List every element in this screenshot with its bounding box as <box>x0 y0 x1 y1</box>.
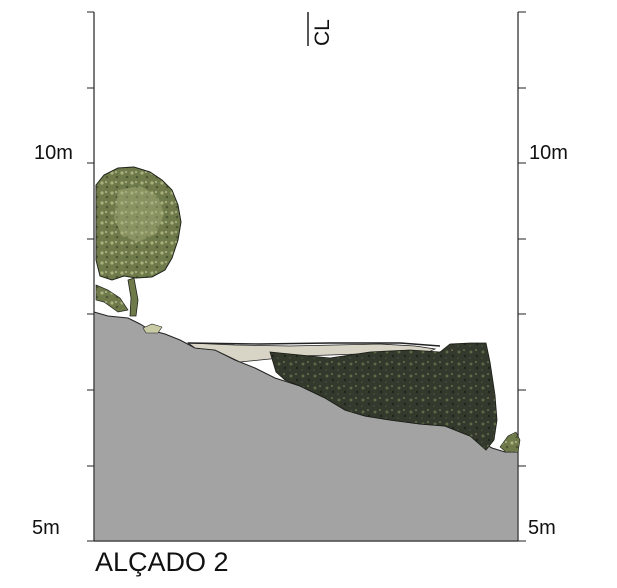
tree-canopy <box>95 166 182 281</box>
tree-icon <box>95 166 182 317</box>
drawing-title: ALÇADO 2 <box>95 547 229 577</box>
tree-canopy-highlight <box>114 186 164 242</box>
tree-trunk <box>127 277 139 317</box>
small-rock-right <box>499 431 521 453</box>
small-rock-left <box>142 323 163 334</box>
centerline-marker: CL <box>311 19 334 46</box>
left-top-scale-label: 10m <box>34 142 73 164</box>
left-scale-bar <box>87 11 95 542</box>
centerline-label: CL <box>311 19 334 46</box>
right-top-scale-label: 10m <box>529 142 568 164</box>
right-scale-bar <box>517 11 526 542</box>
rock-outcrop <box>269 342 498 451</box>
tree-root <box>95 284 129 313</box>
left-bottom-scale-label: 5m <box>32 517 60 539</box>
pale-stone-top-edge <box>187 342 441 347</box>
right-bottom-scale-label: 5m <box>528 517 556 539</box>
